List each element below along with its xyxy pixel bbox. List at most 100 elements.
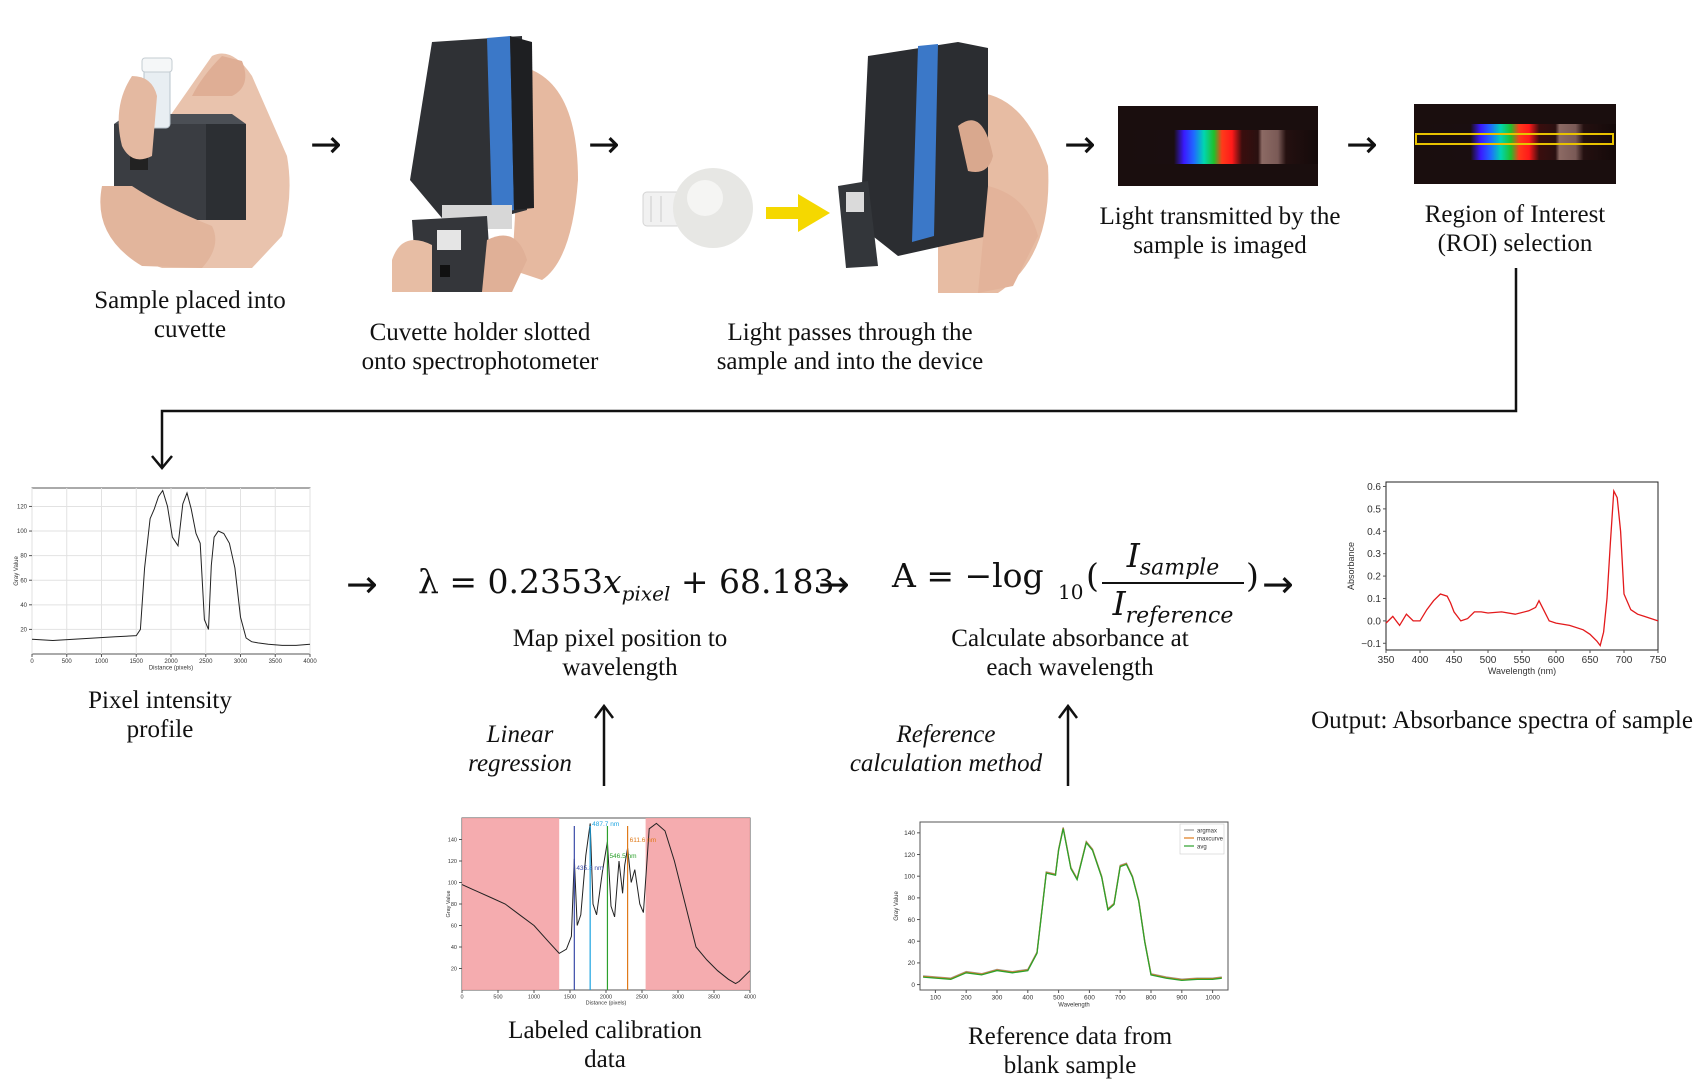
series-line — [461, 822, 751, 985]
y-tick-label: 20 — [20, 628, 27, 634]
caption-sample-placed: Sample placed into cuvette — [94, 287, 286, 343]
x-axis-label: Distance (pixels) — [149, 666, 193, 672]
y-tick-label: 0.0 — [1367, 616, 1381, 627]
eq-den-sub: reference — [1125, 603, 1234, 629]
y-tick-label: 100 — [904, 873, 915, 880]
x-tick-label: 500 — [1480, 655, 1497, 666]
y-tick-label: 80 — [20, 554, 27, 560]
y-tick-label: 40 — [908, 939, 916, 946]
arrow-4: → — [1346, 122, 1378, 166]
caption-roi-selection: Region of Interest (ROI) selection — [1424, 201, 1606, 257]
shaded-region — [645, 818, 750, 990]
x-tick-label: 400 — [1412, 655, 1429, 666]
x-tick-label: 3500 — [269, 659, 283, 665]
x-tick-label: 500 — [1053, 995, 1064, 1002]
y-tick-label: 0.5 — [1367, 504, 1381, 515]
y-tick-label: 0.1 — [1367, 594, 1381, 605]
caption-reference-blank: Reference data from blank sample — [967, 1023, 1173, 1079]
x-tick-label: 4000 — [744, 995, 756, 1001]
spectrophotometer-illustration — [392, 36, 578, 292]
photo-light-bulb — [641, 166, 753, 256]
x-tick-label: 0 — [30, 659, 34, 665]
y-tick-label: 100 — [17, 529, 28, 535]
arrow-3: → — [1064, 122, 1096, 166]
series-line — [31, 489, 311, 646]
plot-area — [919, 821, 1229, 991]
y-tick-label: 60 — [451, 923, 457, 929]
arrow-7: → — [1262, 562, 1294, 606]
photo-holder-on-spectrophotometer — [392, 30, 578, 292]
y-tick-label: 0.2 — [1367, 572, 1381, 583]
legend-label: avg — [1197, 845, 1207, 851]
legend-box — [1179, 823, 1225, 855]
eq-abs-sub: 10 — [1058, 580, 1084, 604]
x-tick-label: 500 — [62, 659, 73, 665]
x-tick-label: 2500 — [199, 659, 213, 665]
yellow-light-arrow — [766, 194, 830, 232]
x-tick-label: 750 — [1650, 655, 1667, 666]
x-tick-label: 600 — [1548, 655, 1565, 666]
x-axis-label: Distance (pixels) — [586, 1001, 627, 1007]
arrow-2: → — [588, 122, 620, 166]
eq-num-var: I — [1126, 536, 1140, 575]
cuvette-holder-illustration — [100, 53, 290, 268]
caption-light-passes: Light passes through the sample and into… — [716, 319, 984, 375]
peak-label: 611.6 nm — [630, 837, 657, 844]
shaded-region — [462, 818, 560, 990]
x-tick-label: 100 — [930, 995, 941, 1002]
up-arrow-linear — [594, 703, 614, 786]
y-tick-label: 120 — [17, 505, 28, 511]
x-tick-label: 400 — [1022, 995, 1033, 1002]
device-illustration — [838, 42, 1049, 293]
y-tick-label: 120 — [448, 859, 457, 865]
caption-pixel-intensity: Pixel intensity profile — [88, 687, 232, 743]
caption-light-imaged: Light transmitted by the sample is image… — [1099, 203, 1341, 259]
spectrum-image — [1118, 106, 1318, 186]
eq-lambda-rhs: + 68.183 — [680, 562, 835, 601]
x-tick-label: 450 — [1446, 655, 1463, 666]
series-line — [1385, 488, 1659, 647]
x-tick-label: 500 — [493, 995, 502, 1001]
x-tick-label: 350 — [1378, 655, 1395, 666]
photo-device-in-hand — [838, 36, 1053, 293]
x-tick-label: 900 — [1176, 995, 1187, 1002]
label-linear-regression: Linear regression — [468, 721, 572, 777]
x-tick-label: 1500 — [564, 995, 576, 1001]
label-reference-method: Reference calculation method — [849, 721, 1043, 777]
x-tick-label: 4000 — [303, 659, 317, 665]
x-tick-label: 3000 — [672, 995, 684, 1001]
y-tick-label: 80 — [451, 902, 457, 908]
legend-label: argmax — [1197, 829, 1217, 835]
plot-area — [1385, 481, 1659, 651]
x-tick-label: 1000 — [528, 995, 540, 1001]
y-tick-label: 40 — [451, 945, 457, 951]
y-tick-label: 0.3 — [1367, 549, 1381, 560]
x-tick-label: 200 — [961, 995, 972, 1002]
light-bulb-icon — [642, 168, 753, 248]
caption-output-spectra: Output: Absorbance spectra of sample — [1311, 707, 1693, 734]
y-tick-label: −0.1 — [1361, 639, 1381, 650]
eq-lambda-var: x — [603, 562, 622, 601]
y-tick-label: 80 — [908, 895, 916, 902]
x-tick-label: 1000 — [1205, 995, 1220, 1002]
series-line-avg — [923, 828, 1222, 982]
x-tick-label: 2000 — [164, 659, 178, 665]
y-tick-label: 20 — [451, 966, 457, 972]
up-arrow-reference — [1058, 703, 1078, 786]
x-axis-label: Wavelength — [1058, 1003, 1089, 1009]
x-tick-label: 1000 — [95, 659, 109, 665]
y-tick-label: 60 — [20, 578, 27, 584]
caption-map-pixel: Map pixel position to wavelength — [512, 625, 728, 681]
y-tick-label: 140 — [904, 830, 915, 837]
x-tick-label: 300 — [992, 995, 1003, 1002]
y-axis-label: Absorbance — [1346, 542, 1356, 590]
y-tick-label: 0.6 — [1367, 482, 1381, 493]
y-tick-label: 0 — [911, 982, 915, 989]
arrow-6: → — [818, 562, 850, 606]
eq-abs-lhs: A = −log — [892, 556, 1044, 595]
connector-roi-to-profile — [151, 268, 1518, 470]
roi-spectrum-image — [1414, 104, 1616, 184]
